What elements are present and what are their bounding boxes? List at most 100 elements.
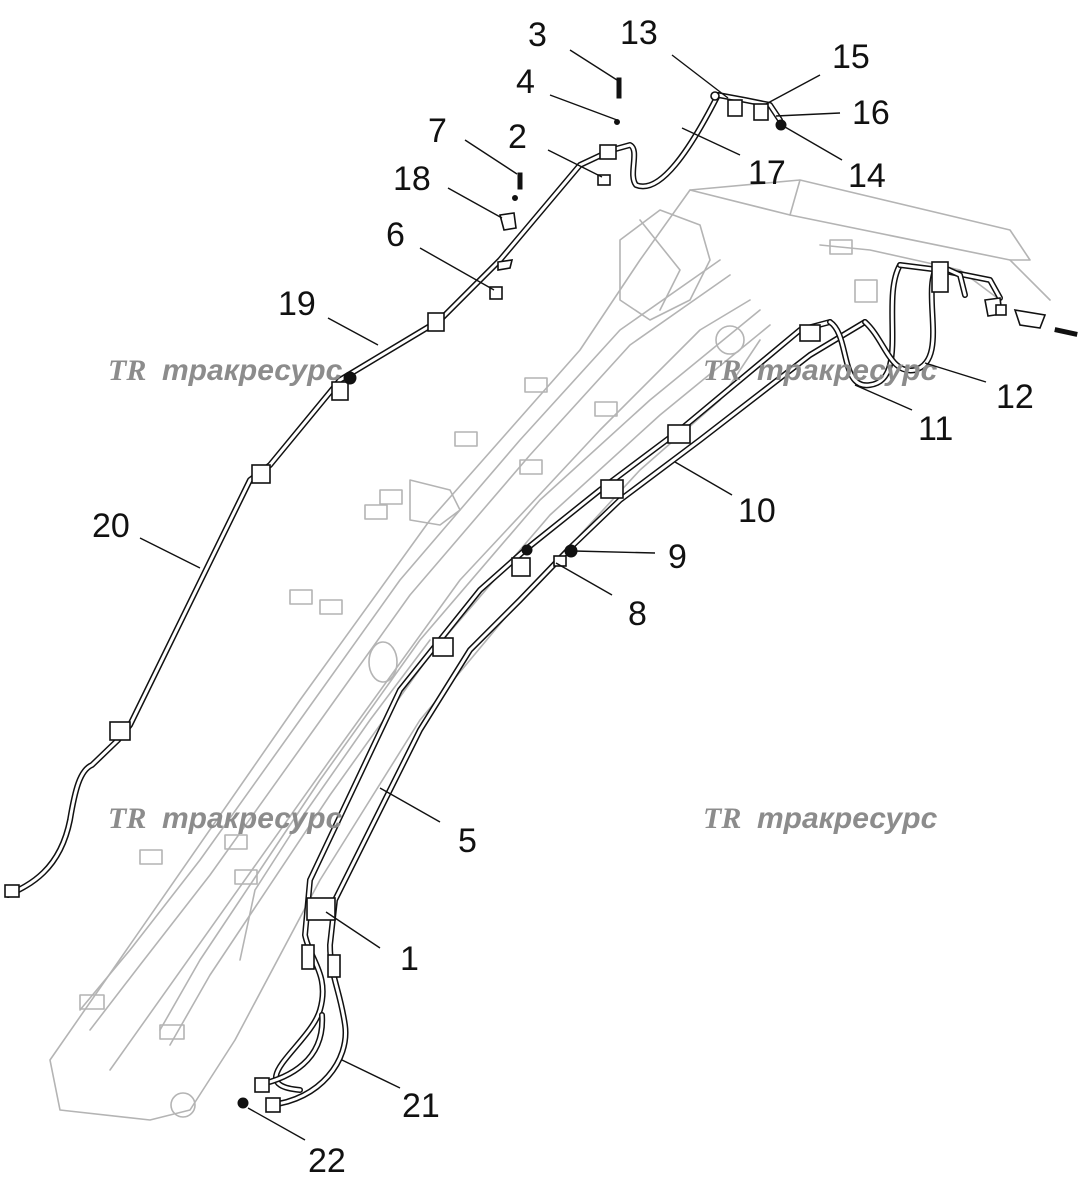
boom-pipe-a <box>79 259 721 1011</box>
cap-22 <box>237 1097 249 1109</box>
boom-outline <box>49 189 1051 1121</box>
cap-14 <box>775 119 787 131</box>
clamp-1 <box>306 897 336 921</box>
callout-2: 2 <box>508 118 527 156</box>
callout-9: 9 <box>668 538 687 576</box>
boom-pipe-e <box>239 639 431 961</box>
callout-5: 5 <box>458 822 477 860</box>
bracket-6 <box>497 259 514 271</box>
clamp-12 <box>931 261 949 293</box>
fitting-1a <box>301 944 315 970</box>
callout-6: 6 <box>386 216 405 254</box>
boom-clamps <box>79 239 878 1040</box>
leader-6 <box>419 247 495 291</box>
leader-1 <box>325 911 381 949</box>
fitting-21b <box>265 1097 281 1113</box>
boom-pivot-pin <box>715 325 745 355</box>
callout-1: 1 <box>400 940 419 978</box>
callout-labels: 1 2 3 4 5 6 7 8 9 10 11 12 13 14 15 16 1… <box>92 14 1034 1180</box>
boom-pipe-c <box>159 309 761 1031</box>
pipe-5a <box>273 319 833 1093</box>
clamp-18 <box>498 212 517 231</box>
leader-16 <box>775 112 841 117</box>
bolt-7 <box>517 172 523 190</box>
fitting-21a <box>254 1077 270 1093</box>
callout-3: 3 <box>528 16 547 54</box>
watermark-4: TR тракресурс <box>703 802 938 835</box>
washer-4 <box>614 119 620 125</box>
callout-16: 16 <box>852 94 890 132</box>
leader-22 <box>247 1107 306 1141</box>
clamp-5a <box>432 637 454 657</box>
callout-8: 8 <box>628 595 647 633</box>
svg-text:TR: TR <box>703 802 741 835</box>
callout-22: 22 <box>308 1142 346 1180</box>
svg-text:TR: TR <box>108 354 146 387</box>
boom-mount-plate <box>409 479 461 526</box>
clamp-2 <box>599 144 617 160</box>
leader-9 <box>573 550 656 554</box>
callout-13: 13 <box>620 14 658 52</box>
svg-text:тракресурс: тракресурс <box>162 802 343 835</box>
hose-17 <box>609 92 721 190</box>
clamp-13b <box>753 103 769 121</box>
svg-text:TR: TR <box>108 802 146 835</box>
callout-15: 15 <box>832 38 870 76</box>
clamp-20b <box>251 464 271 484</box>
callout-17: 17 <box>748 154 786 192</box>
callout-20: 20 <box>92 507 130 545</box>
watermark-3: TR тракресурс <box>108 802 343 835</box>
callout-21: 21 <box>402 1087 440 1125</box>
coupling-19 <box>343 371 357 385</box>
fittings <box>4 77 1078 1113</box>
clamp-11 <box>799 324 821 342</box>
svg-text:тракресурс: тракресурс <box>757 802 938 835</box>
boom-foot-pin <box>170 1092 196 1118</box>
leader-5 <box>379 787 441 823</box>
callout-18: 18 <box>393 160 431 198</box>
leader-11 <box>854 384 913 411</box>
callout-11: 11 <box>918 410 953 448</box>
watermark-2: TR тракресурс <box>703 354 938 387</box>
coupling-5 <box>521 544 533 556</box>
boom-pipe-d <box>169 324 771 1046</box>
leader-8 <box>555 562 613 596</box>
callout-12: 12 <box>996 378 1034 416</box>
watermark-1: TR тракресурс <box>108 354 343 387</box>
leader-21 <box>341 1059 401 1089</box>
leader-12 <box>924 362 987 383</box>
svg-text:TR: TR <box>703 354 741 387</box>
washer-7 <box>512 195 518 201</box>
leader-15 <box>765 74 821 105</box>
callout-7: 7 <box>428 112 447 150</box>
boom-pipe-b <box>89 274 731 1031</box>
boom-top-plate <box>689 179 1031 261</box>
svg-text:тракресурс: тракресурс <box>162 354 343 387</box>
leader-20 <box>139 537 201 569</box>
callout-4: 4 <box>516 63 535 101</box>
leader-3 <box>569 49 618 81</box>
leader-7 <box>464 139 518 175</box>
clamp-20a <box>109 721 131 741</box>
callout-14: 14 <box>848 157 886 195</box>
boom-cylinder-boss <box>368 641 398 683</box>
clamp-10a <box>600 479 624 499</box>
bolt-upper-right <box>1054 327 1078 337</box>
block-2 <box>597 174 611 186</box>
leader-lines <box>139 49 987 1141</box>
clamp-13a <box>727 99 743 117</box>
leader-18 <box>447 187 503 219</box>
nut-upper-right-a <box>995 304 1007 316</box>
callout-10: 10 <box>738 492 776 530</box>
leader-19 <box>327 317 379 346</box>
clamp-19a <box>331 381 349 401</box>
svg-text:тракресурс: тракресурс <box>757 354 938 387</box>
elbow-upper-right <box>1013 308 1047 329</box>
boom-structure <box>49 179 1051 1121</box>
leader-10 <box>674 461 733 496</box>
leader-4 <box>549 94 618 121</box>
fitting-1b <box>327 954 341 978</box>
boom-pipe-f <box>819 244 1001 301</box>
clamp-19b <box>427 312 445 332</box>
